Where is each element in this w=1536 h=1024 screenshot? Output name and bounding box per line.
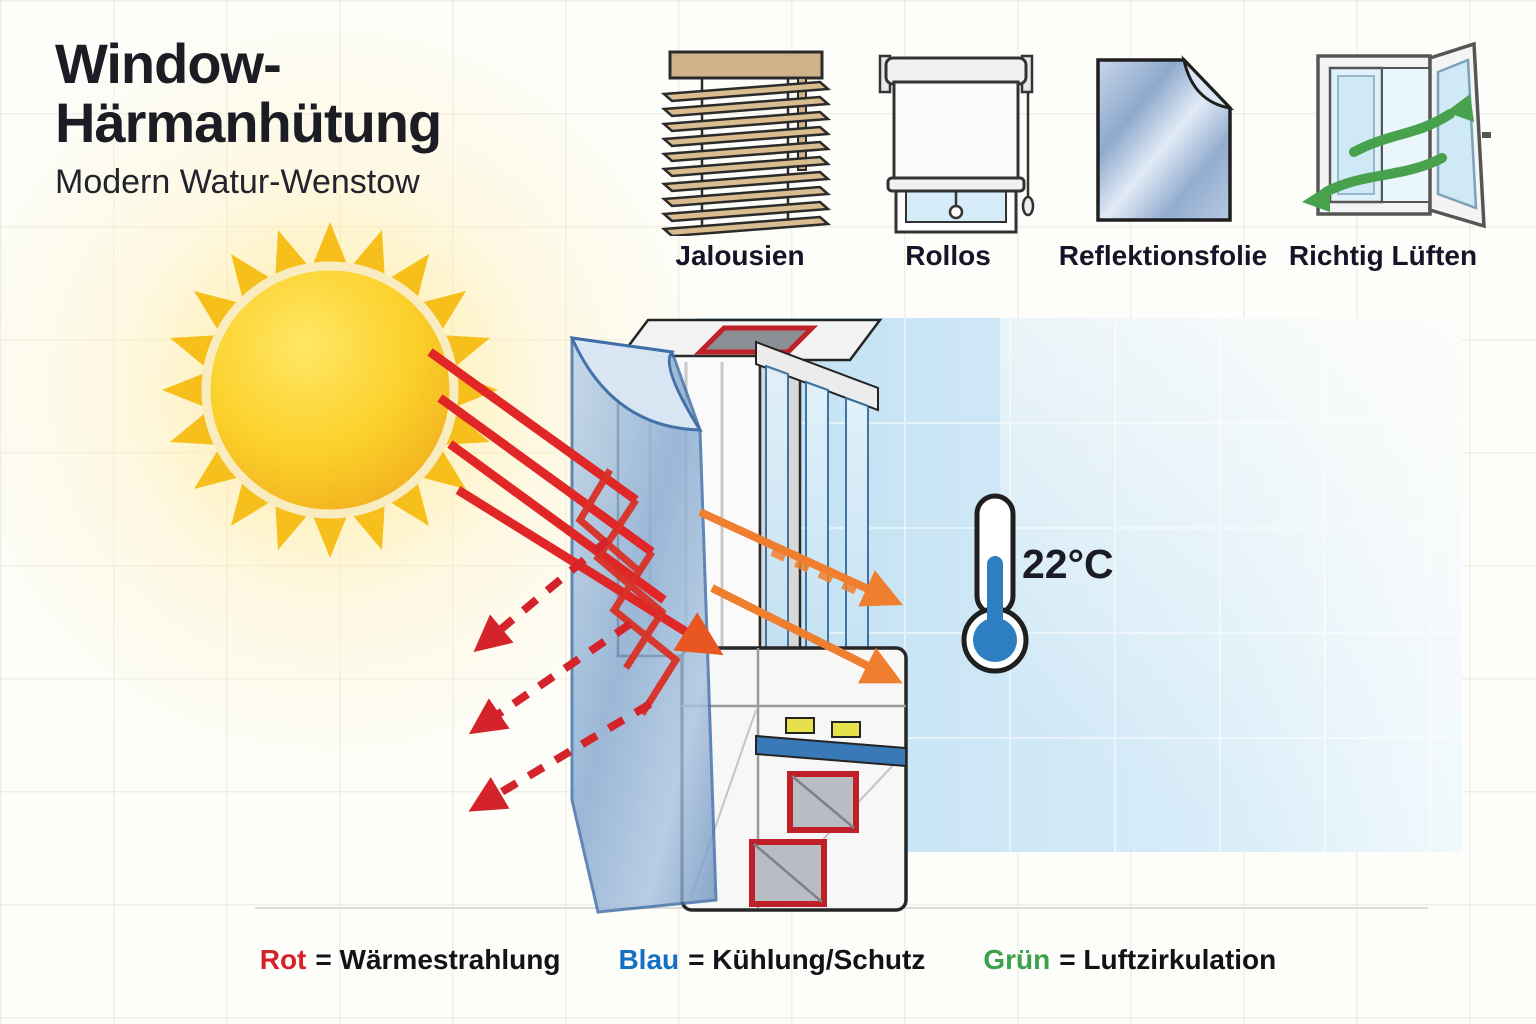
ray-reflections	[575, 468, 681, 716]
method-label-richtig-lueften: Richtig Lüften	[1288, 240, 1478, 271]
blinds-headrail	[668, 50, 824, 80]
pull-ring	[948, 204, 964, 220]
window-film	[569, 336, 718, 914]
page-title-line1: Window-	[55, 32, 282, 95]
method-label-rollos: Rollos	[905, 240, 991, 271]
legend-item-cooling: Blau = Kühlung/Schutz	[618, 944, 925, 976]
air-arrowhead-out	[1446, 94, 1474, 122]
foil-fold	[1181, 55, 1235, 111]
shade-bottom-bar	[886, 176, 1026, 193]
page-title-line2: Härmanhütung	[55, 91, 442, 155]
legend-item-air: Grün = Luftzirkulation	[983, 944, 1276, 976]
air-flow-arrows	[1321, 109, 1455, 197]
seal	[831, 721, 861, 738]
vent-handle	[1482, 132, 1491, 138]
vent-open-glass	[1436, 58, 1478, 210]
roller-tube	[884, 56, 1028, 86]
blinds-wand	[797, 77, 807, 171]
temperature-label: 22°C	[1022, 541, 1114, 587]
venetian-blinds-icon	[660, 50, 832, 236]
method-label-reflektionsfolie: Reflektionsfolie	[1058, 240, 1268, 271]
room-fade	[1000, 318, 1462, 852]
legend-item-heat: Rot = Wärmestrahlung	[260, 944, 561, 976]
glazing-bead	[755, 734, 907, 768]
seal	[785, 717, 815, 734]
legend-def-waermestrahlung: = Wärmestrahlung	[315, 944, 561, 975]
absorbed-ray	[455, 486, 724, 656]
legend-term-gruen: Grün	[983, 944, 1051, 975]
legend-term-blau: Blau	[618, 944, 680, 975]
sun-body	[201, 261, 459, 519]
reflected-rays	[468, 536, 653, 812]
legend-def-luftzirkulation: = Luftzirkulation	[1059, 944, 1277, 975]
legend: Rot = Wärmestrahlung Blau = Kühlung/Schutz…	[0, 944, 1536, 976]
sun-icon	[162, 222, 498, 558]
blinds-slats	[660, 80, 832, 236]
header: Window- Härmanhütung Modern Watur-Wensto…	[55, 32, 442, 202]
film-curl	[569, 336, 703, 432]
method-label-jalousien: Jalousien	[675, 240, 805, 271]
air-arrowhead-in	[1302, 184, 1330, 212]
thermometer-icon	[961, 493, 1029, 674]
chain-pull	[1021, 195, 1035, 217]
open-window-ventilation-icon	[1302, 41, 1491, 229]
roller-blind-icon	[878, 54, 1035, 234]
legend-term-rot: Rot	[259, 944, 307, 975]
sill-cross-section	[680, 646, 908, 912]
legend-def-kuehlung-schutz: = Kühlung/Schutz	[688, 944, 926, 975]
foil-sheet	[1096, 58, 1232, 222]
transmitted-rays	[698, 508, 903, 684]
reflective-foil-icon	[1096, 55, 1235, 222]
sash-top-strip	[755, 340, 879, 412]
roller-shade	[892, 80, 1020, 182]
page-subtitle: Modern Watur-Wenstow	[55, 162, 420, 201]
